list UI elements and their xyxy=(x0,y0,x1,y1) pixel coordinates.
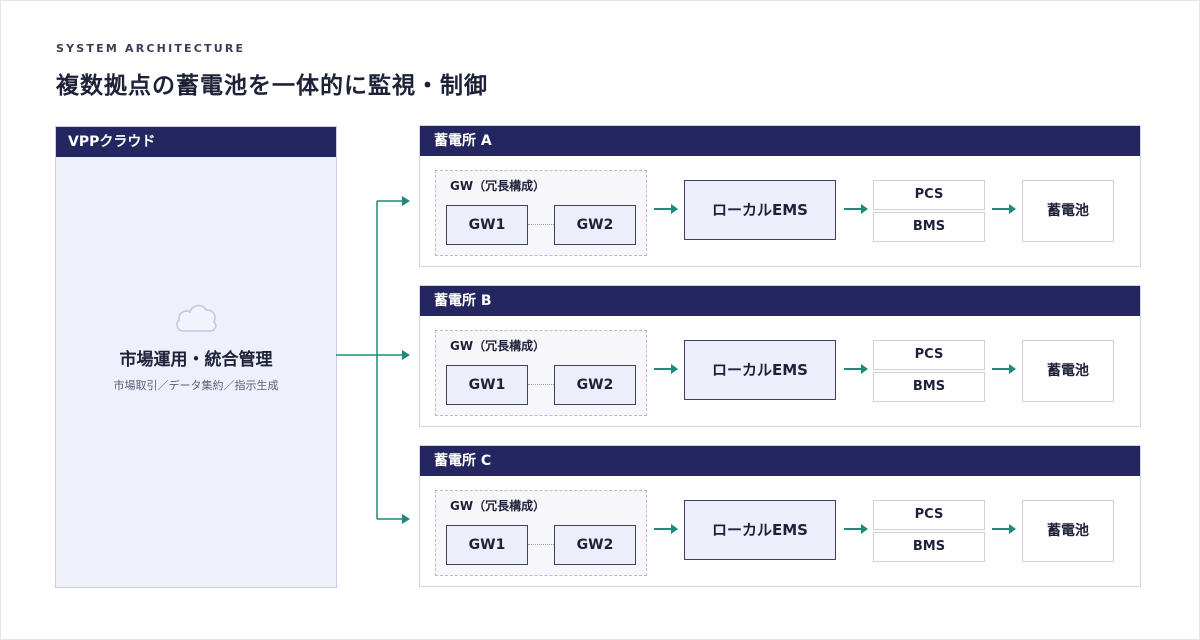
local-ems-box: ローカルEMS xyxy=(684,500,836,560)
arrowhead-site-c xyxy=(402,514,410,524)
gw-redundancy-link xyxy=(528,544,554,545)
gw-group-label: GW（冗長構成） xyxy=(450,179,546,193)
local-ems-box: ローカルEMS xyxy=(684,180,836,240)
gw2-box: GW2 xyxy=(554,365,636,405)
cloud-header: VPPクラウド xyxy=(56,127,336,157)
pcs-box: PCS xyxy=(873,340,985,370)
vpp-cloud-panel: VPPクラウド 市場運用・統合管理 市場取引／データ集約／指示生成 xyxy=(55,126,337,588)
gw-redundancy-link xyxy=(528,384,554,385)
arrowhead-site-a xyxy=(402,196,410,206)
local-ems-box: ローカルEMS xyxy=(684,340,836,400)
gw-group-label: GW（冗長構成） xyxy=(450,339,546,353)
arrow-to-battery xyxy=(992,524,1016,534)
gw2-box: GW2 xyxy=(554,205,636,245)
cloud-icon xyxy=(172,297,220,341)
gw-group: GW（冗長構成） GW1 GW2 xyxy=(435,170,647,256)
cloud-sub-label: 市場取引／データ集約／指示生成 xyxy=(113,379,279,392)
battery-box: 蓄電池 xyxy=(1022,500,1114,562)
battery-box: 蓄電池 xyxy=(1022,340,1114,402)
gw2-box: GW2 xyxy=(554,525,636,565)
site-a: 蓄電所 A GW（冗長構成） GW1 GW2 ローカルEMS PCS BMS 蓄… xyxy=(419,125,1141,267)
arrow-ems-to-pcs xyxy=(844,204,868,214)
bms-box: BMS xyxy=(873,212,985,242)
bms-box: BMS xyxy=(873,372,985,402)
gw1-box: GW1 xyxy=(446,365,528,405)
gw-group: GW（冗長構成） GW1 GW2 xyxy=(435,490,647,576)
pcs-box: PCS xyxy=(873,180,985,210)
bms-box: BMS xyxy=(873,532,985,562)
gw-group: GW（冗長構成） GW1 GW2 xyxy=(435,330,647,416)
gw-group-label: GW（冗長構成） xyxy=(450,499,546,513)
arrow-gw-to-ems xyxy=(654,204,678,214)
pcs-box: PCS xyxy=(873,500,985,530)
arrow-to-battery xyxy=(992,204,1016,214)
eyebrow-label: SYSTEM ARCHITECTURE xyxy=(56,42,246,55)
battery-box: 蓄電池 xyxy=(1022,180,1114,242)
page-title: 複数拠点の蓄電池を一体的に監視・制御 xyxy=(56,73,488,99)
cloud-main-label: 市場運用・統合管理 xyxy=(119,350,273,370)
arrow-gw-to-ems xyxy=(654,524,678,534)
arrow-to-battery xyxy=(992,364,1016,374)
gw1-box: GW1 xyxy=(446,205,528,245)
arrow-gw-to-ems xyxy=(654,364,678,374)
arrow-ems-to-pcs xyxy=(844,524,868,534)
gw1-box: GW1 xyxy=(446,525,528,565)
gw-redundancy-link xyxy=(528,224,554,225)
site-header: 蓄電所 B xyxy=(420,286,1140,316)
arrow-ems-to-pcs xyxy=(844,364,868,374)
site-header: 蓄電所 A xyxy=(420,126,1140,156)
arrowhead-site-b xyxy=(402,350,410,360)
site-header: 蓄電所 C xyxy=(420,446,1140,476)
site-b: 蓄電所 B GW（冗長構成） GW1 GW2 ローカルEMS PCS BMS 蓄… xyxy=(419,285,1141,427)
site-c: 蓄電所 C GW（冗長構成） GW1 GW2 ローカルEMS PCS BMS 蓄… xyxy=(419,445,1141,587)
